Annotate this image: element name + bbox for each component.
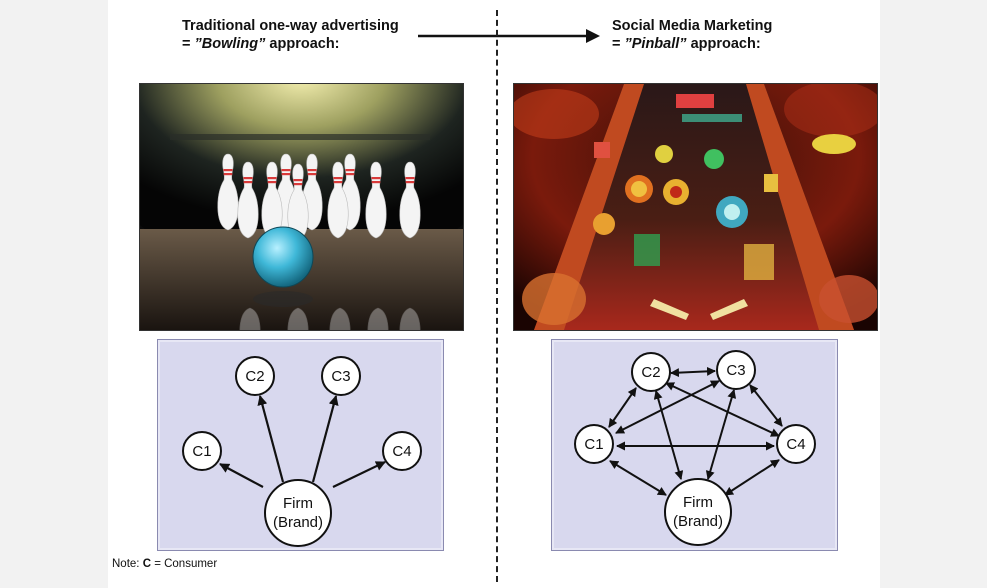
pinball-diagram: C2 C3 C1 C4 Firm (Brand) [574, 350, 816, 546]
arrow-firm-c4 [332, 461, 386, 488]
arrow-c3-c1 [615, 380, 720, 434]
node-c3 [716, 350, 756, 390]
left-heading: Traditional one-way advertising = ”Bowli… [182, 17, 399, 53]
arrow-c4-firm [724, 459, 780, 496]
node-firm-label-line1: Firm [683, 494, 713, 511]
bowling-photo [139, 83, 464, 331]
node-firm [264, 479, 332, 547]
arrow-c2-c3 [670, 366, 716, 378]
node-firm-label-line2: (Brand) [673, 513, 723, 530]
pinball-diagram-panel: C2 C3 C1 C4 Firm (Brand) [551, 339, 838, 551]
right-heading-emphasis: ”Pinball” [624, 36, 687, 52]
left-heading-line2: = ”Bowling” approach: [182, 36, 340, 52]
node-firm-label-line2: (Brand) [273, 514, 323, 531]
node-c4 [382, 431, 422, 471]
arrow-firm-c3 [311, 395, 339, 483]
bowling-diagram: C2 C3 C1 C4 Firm (Brand) [182, 356, 422, 547]
right-heading: Social Media Marketing = ”Pinball” appro… [612, 17, 772, 53]
node-c4-label: C4 [786, 436, 805, 453]
node-c1-label: C1 [192, 443, 211, 460]
arrow-firm-c2 [257, 395, 285, 483]
node-c3-label: C3 [331, 368, 350, 385]
node-c3-label: C3 [726, 362, 745, 379]
node-c1 [182, 431, 222, 471]
center-divider [496, 10, 498, 582]
node-c1-label: C1 [584, 436, 603, 453]
arrow-c3-c4 [749, 384, 783, 427]
node-c2 [235, 356, 275, 396]
arrow-c1-firm [609, 460, 667, 496]
arrow-firm-c1 [219, 463, 264, 488]
footnote-bold: C [142, 558, 151, 570]
node-c4-label: C4 [392, 443, 411, 460]
arrow-right-icon [418, 29, 600, 43]
node-firm-label-line1: Firm [283, 495, 313, 512]
node-c3 [321, 356, 361, 396]
right-heading-line1: Social Media Marketing [612, 18, 773, 34]
node-c1 [574, 424, 614, 464]
footnote: Note: C = Consumer [112, 558, 218, 570]
arrow-c3-firm [705, 389, 737, 480]
node-c4 [776, 424, 816, 464]
left-heading-line1: Traditional one-way advertising [182, 18, 399, 34]
left-heading-emphasis: ”Bowling” [194, 36, 266, 52]
pinball-photo [513, 83, 878, 331]
node-c2-label: C2 [641, 364, 660, 381]
right-heading-line2: = ”Pinball” approach: [612, 36, 761, 52]
bowling-arrows [219, 395, 386, 488]
bowling-diagram-panel: C2 C3 C1 C4 Firm (Brand) [157, 339, 444, 551]
arrow-c2-firm [653, 390, 684, 480]
node-c2 [631, 352, 671, 392]
node-c2-label: C2 [245, 368, 264, 385]
node-firm [664, 478, 732, 546]
pinball-arrows [608, 366, 783, 496]
arrow-c2-c1 [608, 387, 637, 428]
